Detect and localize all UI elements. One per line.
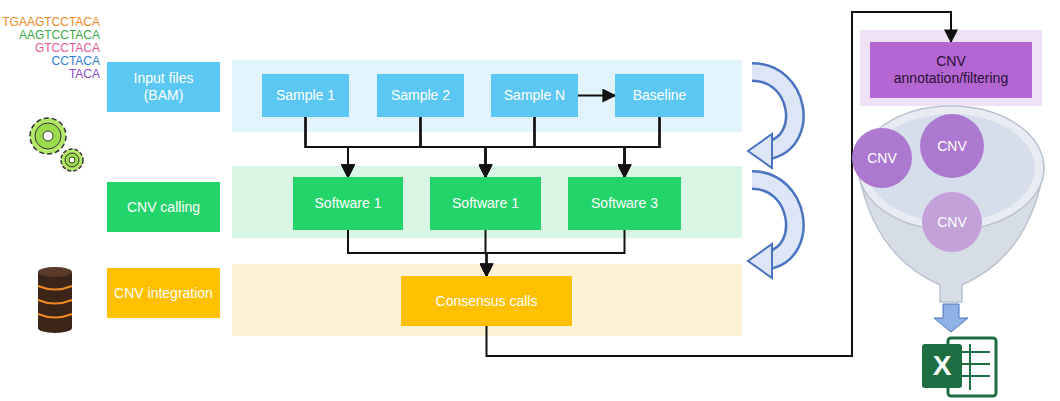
sample-box: Sample N [491,74,578,117]
consensus-box: Consensus calls [401,276,572,326]
calling-band [232,166,742,238]
excel-icon [922,338,996,396]
node-text: Software 1 [452,195,519,212]
node-text: CNV [937,214,967,231]
row-label: CNV integration [107,268,220,318]
node-text: Sample 1 [276,87,335,104]
node-text: Software 1 [315,195,382,212]
input-band [232,60,742,132]
node-text: CNV [937,138,967,155]
gear-icon [30,118,83,171]
dna-read: TACA [69,68,100,80]
baseline-box: Baseline [615,74,704,117]
connector [578,95,615,97]
down-arrow [934,304,968,332]
software-box: Software 3 [568,177,681,230]
row-label: CNV calling [107,182,220,232]
cnv-circle: CNV [852,128,912,188]
node-text: Consensus calls [436,293,538,310]
sample-box: Sample 2 [377,74,464,117]
sample-box: Sample 1 [262,74,349,117]
flow-arrow [748,72,795,168]
cnv-circle: CNV [920,114,984,178]
flow-arrow [748,180,795,278]
dna-read: CCTACA [52,55,100,67]
dna-read: TGAAGTCCTACA [2,16,100,28]
excel-x: X [933,352,952,380]
cnv-circle: CNV [922,192,982,252]
node-text: CNV integration [114,285,213,302]
connector [486,117,660,177]
software-box: Software 1 [430,177,541,230]
node-text: CNV annotation/filtering [881,53,1021,87]
node-text: CNV calling [127,199,200,216]
dna-read: AAGTCCTACA [19,29,100,41]
annotation-panel [860,30,1042,106]
connector [348,230,487,276]
database-icon [38,267,72,333]
connector [487,230,625,276]
node-text: Sample N [504,87,565,104]
node-text: Sample 2 [391,87,450,104]
row-label: Input files (BAM) [107,62,220,112]
annotation-box: CNV annotation/filtering [870,42,1032,98]
node-text: Baseline [633,87,687,104]
connector [348,117,660,177]
node-text: Input files (BAM) [119,70,209,104]
connector [625,117,660,177]
software-box: Software 1 [293,177,403,230]
node-text: CNV [867,150,897,167]
dna-read: GTCCTACA [35,42,100,54]
node-text: Software 3 [591,195,658,212]
